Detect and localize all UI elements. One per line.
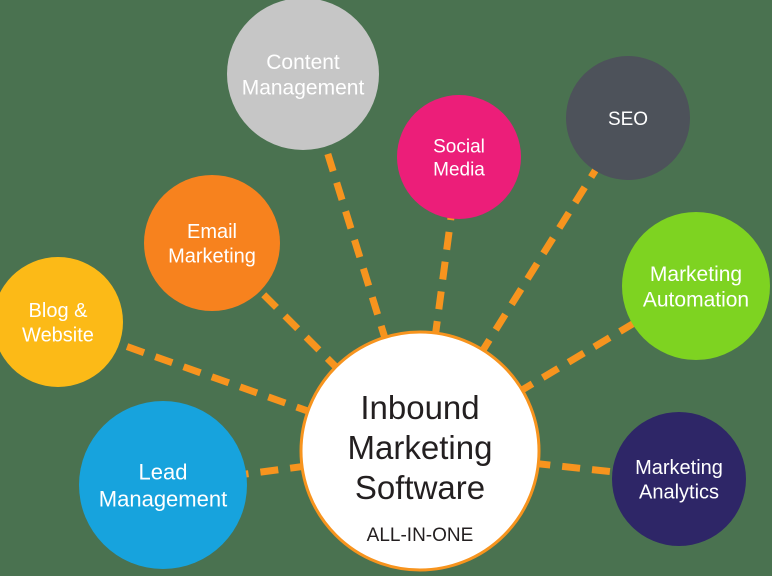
- node-circle-social-media[interactable]: [397, 95, 521, 219]
- node-blog-website[interactable]: Blog &Website: [0, 257, 123, 387]
- node-circle-marketing-automation[interactable]: [622, 212, 770, 360]
- connector-email-marketing: [253, 284, 343, 374]
- hub-circle[interactable]: [299, 330, 541, 572]
- node-seo[interactable]: SEO: [566, 56, 690, 180]
- connector-blog-website: [112, 338, 315, 417]
- node-circle-blog-website[interactable]: [0, 257, 123, 387]
- node-circle-marketing-analytics[interactable]: [612, 412, 746, 546]
- node-circle-seo[interactable]: [566, 56, 690, 180]
- node-circle-lead-management[interactable]: [79, 401, 247, 569]
- connector-layer: [112, 139, 640, 479]
- connector-marketing-analytics: [531, 459, 619, 476]
- node-circle-email-marketing[interactable]: [144, 175, 280, 311]
- connector-social-media: [431, 212, 456, 340]
- node-circle-content-management[interactable]: [227, 0, 379, 150]
- connector-marketing-automation: [515, 317, 640, 397]
- connector-content-management: [320, 139, 390, 345]
- connector-seo: [476, 163, 602, 358]
- connector-lead-management: [239, 462, 309, 479]
